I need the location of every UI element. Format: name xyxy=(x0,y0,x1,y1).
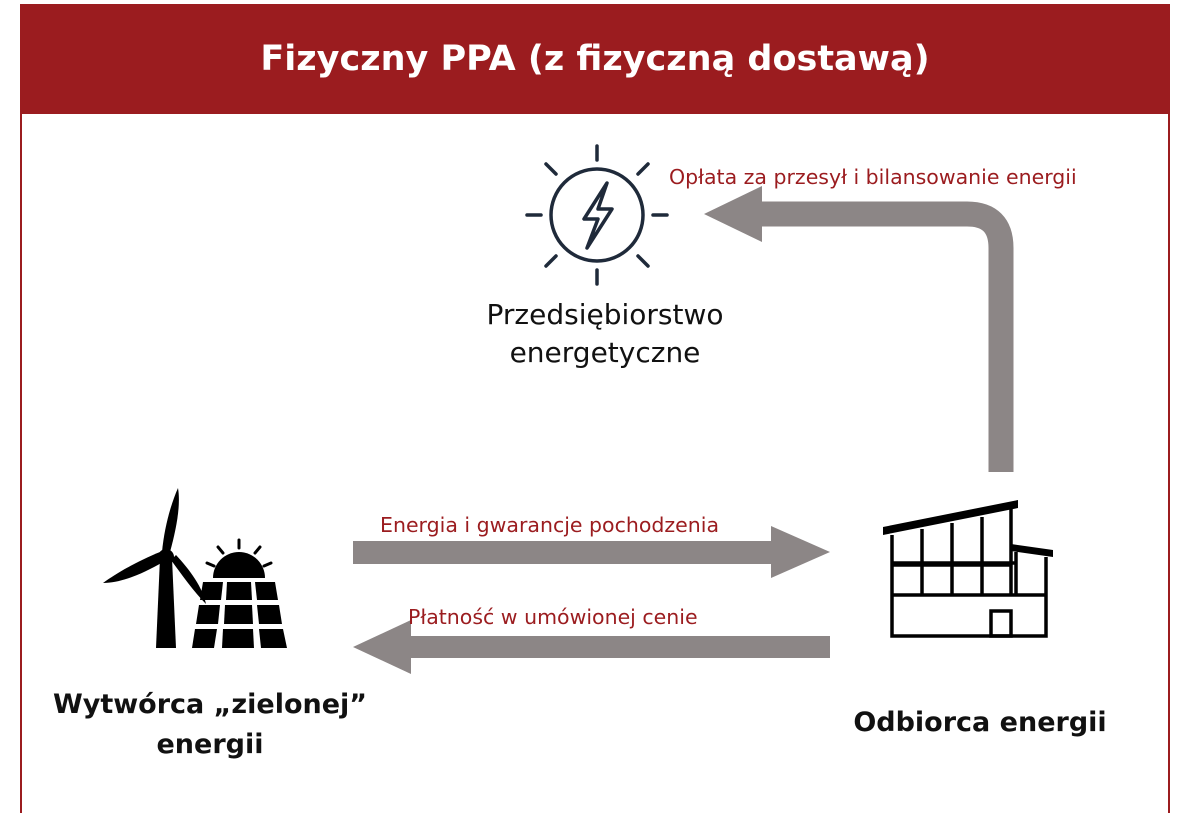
diagram-frame: Fizyczny PPA (z fizyczną dostawą) xyxy=(20,4,1170,813)
wind-solar-icon xyxy=(103,488,287,648)
arrow-payment xyxy=(353,620,830,674)
arrow-energy xyxy=(353,526,830,578)
consumer-label: Odbiorca energii xyxy=(853,707,1107,738)
energy-flow-label: Energia i gwarancje pochodzenia xyxy=(380,513,720,537)
sun-lightning-icon xyxy=(525,144,669,286)
page-title: Fizyczny PPA (z fizyczną dostawą) xyxy=(260,39,930,79)
payment-flow-label: Płatność w umówionej cenie xyxy=(408,605,698,629)
arrow-transmission-fee xyxy=(704,186,1014,472)
factory-building-icon xyxy=(883,500,1053,638)
transmission-fee-label: Opłata za przesył i bilansowanie energii xyxy=(669,165,1077,189)
energy-company-label: Przedsiębiorstwo energetyczne xyxy=(486,298,724,369)
title-bar: Fizyczny PPA (z fizyczną dostawą) xyxy=(22,4,1168,114)
producer-label: Wytwórca „zielonej” energii xyxy=(52,689,368,760)
